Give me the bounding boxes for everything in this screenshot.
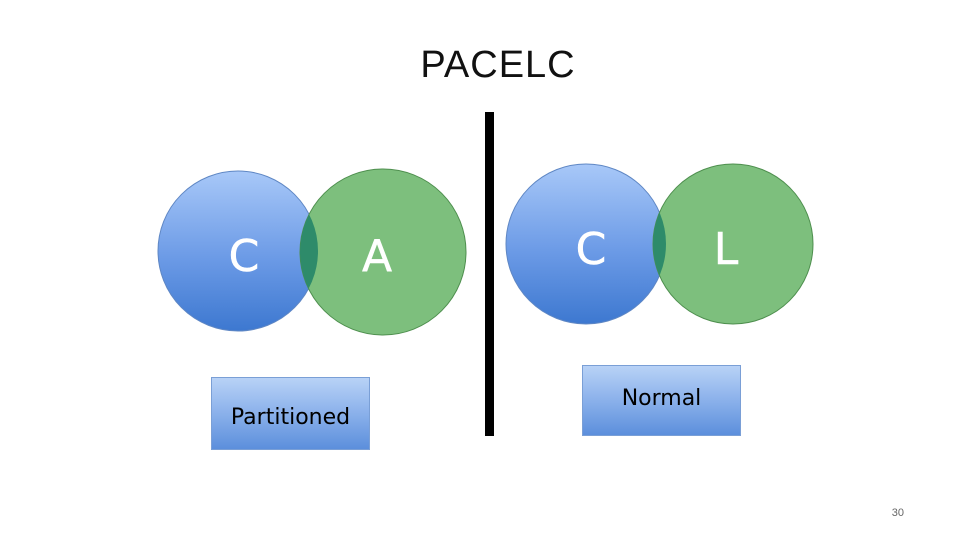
slide-title: PACELC xyxy=(420,44,576,86)
divider-bar xyxy=(485,112,494,436)
page-number: 30 xyxy=(891,507,904,519)
venn-letter-c-right: C xyxy=(576,224,607,275)
right-venn: C L xyxy=(505,163,814,325)
venn-letter-l: L xyxy=(714,224,739,275)
normal-label-box: Normal xyxy=(582,365,741,436)
left-venn: C A xyxy=(157,168,467,336)
partitioned-label-box: Partitioned xyxy=(211,377,370,450)
venn-letter-a: A xyxy=(362,231,392,282)
venn-letter-c-left: C xyxy=(229,231,260,282)
